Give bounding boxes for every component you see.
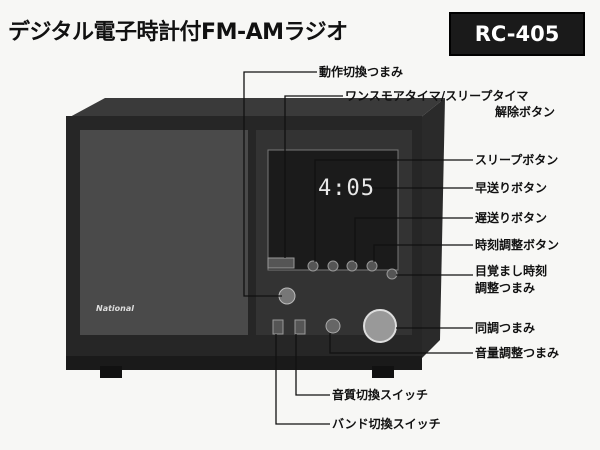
- label-band: バンド切換スイッチ: [332, 417, 441, 431]
- label-oncemore-2: 解除ボタン: [495, 105, 556, 119]
- volume-knob: [325, 318, 341, 334]
- label-slow: 遅送りボタン: [475, 211, 548, 225]
- clock-display: 4:05: [318, 176, 375, 201]
- label-mode-knob: 動作切換つまみ: [319, 65, 404, 79]
- tone-switch: [294, 319, 306, 335]
- label-alarm-1: 目覚まし時刻: [475, 264, 548, 278]
- speaker-grille: [80, 130, 248, 335]
- label-tone: 音質切換スイッチ: [332, 388, 429, 402]
- tuning-knob: [363, 309, 397, 343]
- label-volume: 音量調整つまみ: [475, 346, 560, 360]
- label-tuning: 同調つまみ: [475, 321, 536, 335]
- radio-top: [68, 98, 445, 118]
- foot: [100, 366, 122, 378]
- band-switch: [272, 319, 284, 335]
- brand-logo: National: [96, 304, 134, 313]
- label-alarm-2: 調整つまみ: [475, 281, 536, 295]
- foot: [372, 366, 394, 378]
- label-sleep: スリープボタン: [475, 153, 559, 167]
- display-window: [267, 149, 399, 271]
- label-time-set: 時刻調整ボタン: [475, 238, 560, 252]
- page-title: デジタル電子時計付FM-AMラジオ: [8, 20, 348, 45]
- radio-side: [415, 98, 445, 365]
- label-fast: 早送りボタン: [475, 181, 548, 195]
- label-oncemore-1: ワンスモアタイマ/スリープタイマ: [345, 89, 529, 103]
- model-badge: RC-405: [449, 12, 585, 56]
